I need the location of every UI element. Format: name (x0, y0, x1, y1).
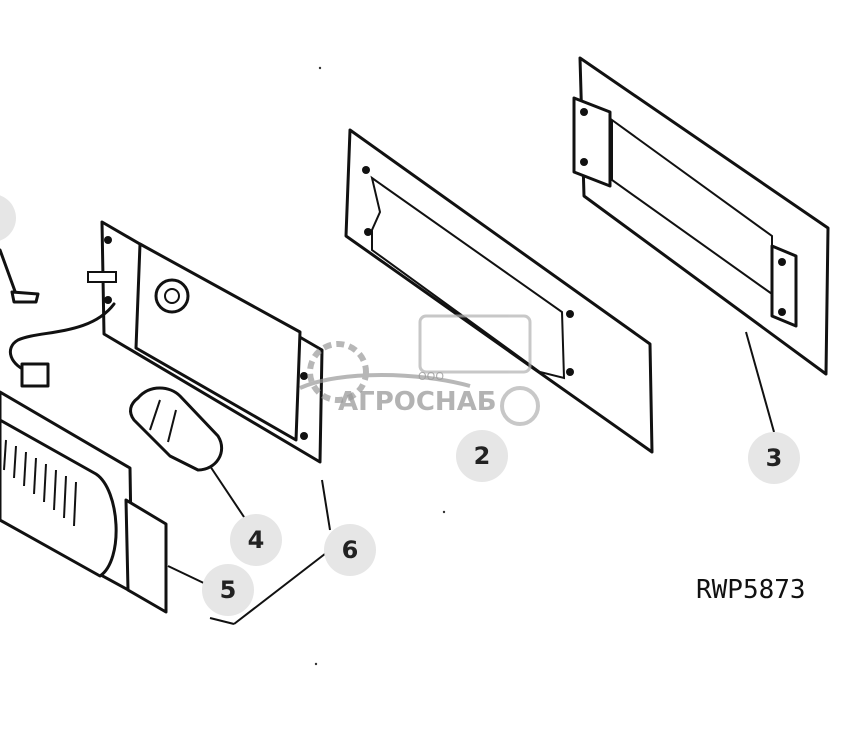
callout-label-4: 4 (248, 526, 265, 554)
callout-6: 6 (324, 524, 376, 576)
callout-label-3: 3 (766, 444, 783, 472)
callout-label-2: 2 (474, 442, 491, 470)
drawing-code: RWP5873 (696, 575, 806, 605)
callout-3: 3 (748, 432, 800, 484)
callout-4: 4 (230, 514, 282, 566)
part-6-lamp-housing (8, 220, 331, 625)
part-4-bulb (129, 386, 247, 521)
watermark-logo (299, 314, 540, 426)
callout-label-6: 6 (342, 536, 359, 564)
watermark-company-name: АГРОСНАБ (338, 387, 497, 417)
part-5-lens (0, 390, 211, 614)
part-3-back-plate (572, 56, 830, 433)
part-2-gasket (344, 128, 654, 454)
callout-partial (0, 195, 16, 241)
callout-label-5: 5 (220, 576, 237, 604)
watermark-prefix: ООО (418, 370, 444, 383)
callout-5: 5 (202, 564, 254, 616)
screw (0, 248, 40, 304)
callout-2: 2 (456, 430, 508, 482)
